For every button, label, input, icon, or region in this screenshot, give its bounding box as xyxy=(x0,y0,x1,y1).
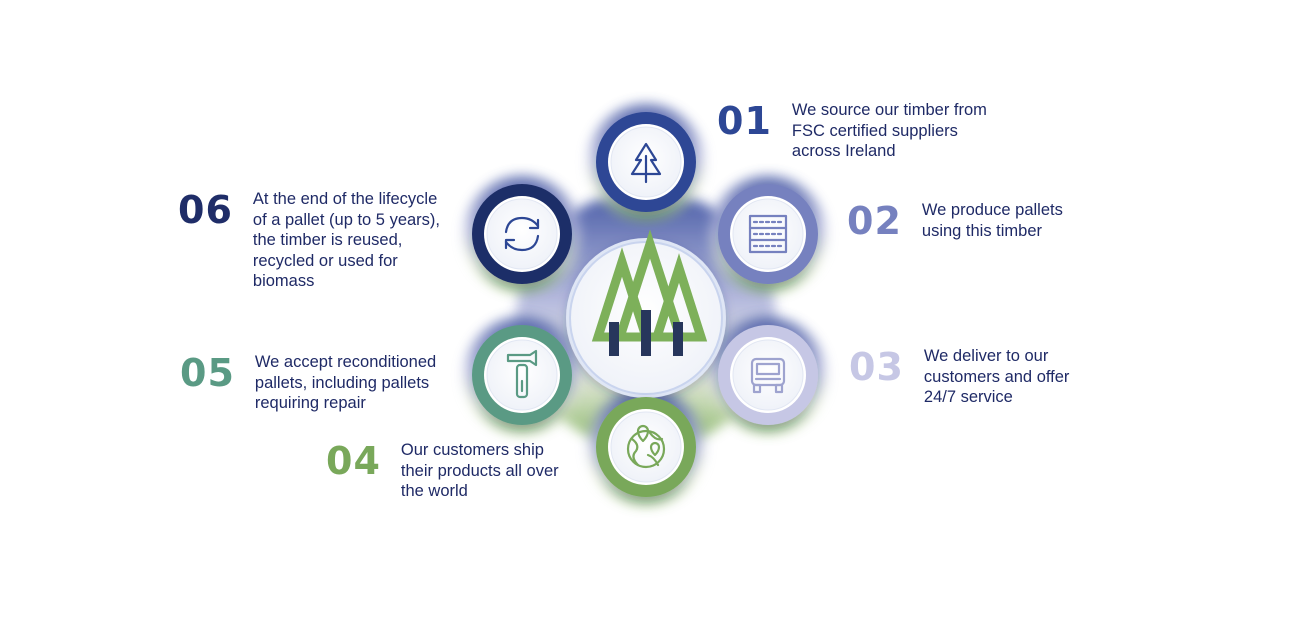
hammer-icon xyxy=(506,349,538,399)
step-06-text: At the end of the lifecycle of a pallet … xyxy=(252,190,440,290)
forest-trees-icon xyxy=(591,229,708,356)
step-06-number: 06 xyxy=(178,188,233,232)
step-circle-05 xyxy=(472,325,572,425)
step-circles xyxy=(472,112,818,497)
step-02: 02 We produce pallets using this timber xyxy=(847,201,1063,241)
step-02-text: We produce pallets using this timber xyxy=(921,201,1063,240)
step-03-number: 03 xyxy=(849,345,904,389)
step-circle-04 xyxy=(596,397,696,497)
step-01-number: 01 xyxy=(717,99,772,143)
step-03: 03 We deliver to our customers and offer… xyxy=(849,347,1069,408)
globe-icon xyxy=(626,424,666,469)
truck-icon xyxy=(750,357,786,394)
step-04: 04 Our customers ship their products all… xyxy=(326,441,559,502)
pine-tree-icon xyxy=(630,142,662,184)
step-02-number: 02 xyxy=(847,199,902,243)
step-05: 05 We accept reconditioned pallets, incl… xyxy=(180,353,436,414)
step-01: 01 We source our timber from FSC certifi… xyxy=(717,101,987,162)
step-circle-03 xyxy=(718,325,818,425)
step-05-number: 05 xyxy=(180,351,235,395)
step-circle-01 xyxy=(596,112,696,212)
step-06: 06 At the end of the lifecycle of a pall… xyxy=(178,190,440,292)
step-circle-02 xyxy=(718,184,818,284)
step-03-text: We deliver to our customers and offer 24… xyxy=(923,347,1070,406)
recycle-icon xyxy=(504,216,540,252)
pallet-icon xyxy=(748,214,788,254)
step-circle-06 xyxy=(472,184,572,284)
center-circle xyxy=(566,229,726,398)
step-05-text: We accept reconditioned pallets, includi… xyxy=(254,353,437,412)
step-04-text: Our customers ship their products all ov… xyxy=(400,441,559,500)
step-01-text: We source our timber from FSC certified … xyxy=(791,101,987,160)
step-04-number: 04 xyxy=(326,439,381,483)
